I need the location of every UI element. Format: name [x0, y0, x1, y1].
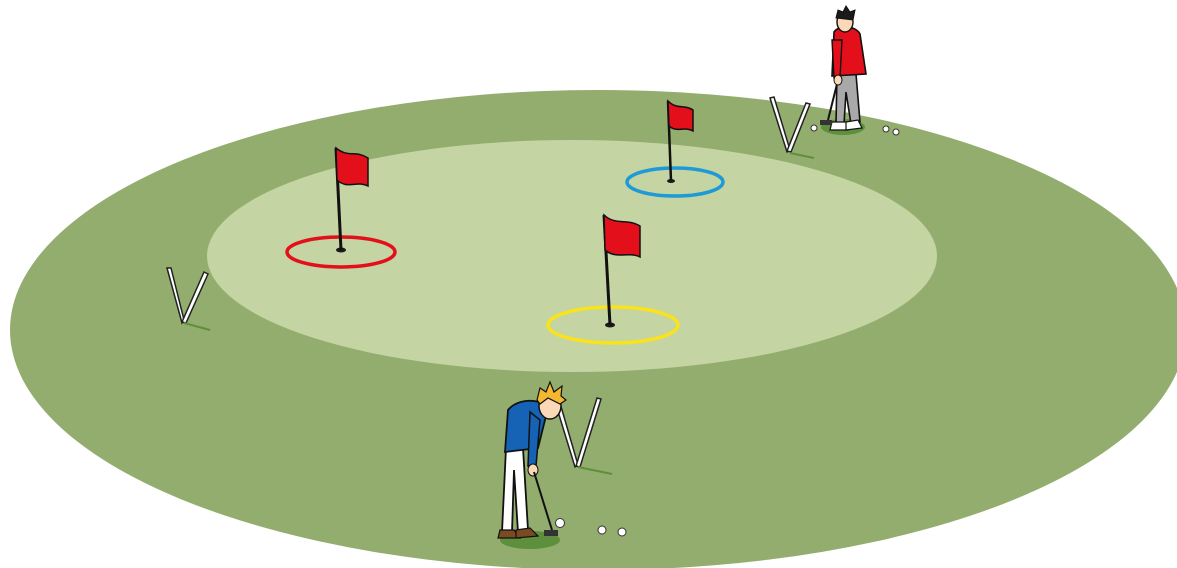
golf-ball [811, 125, 817, 131]
golf-ball [883, 126, 889, 132]
golf-ball [893, 129, 899, 135]
golf-ball [618, 528, 626, 536]
golf-ball [556, 519, 565, 528]
golf-ball [598, 526, 606, 534]
